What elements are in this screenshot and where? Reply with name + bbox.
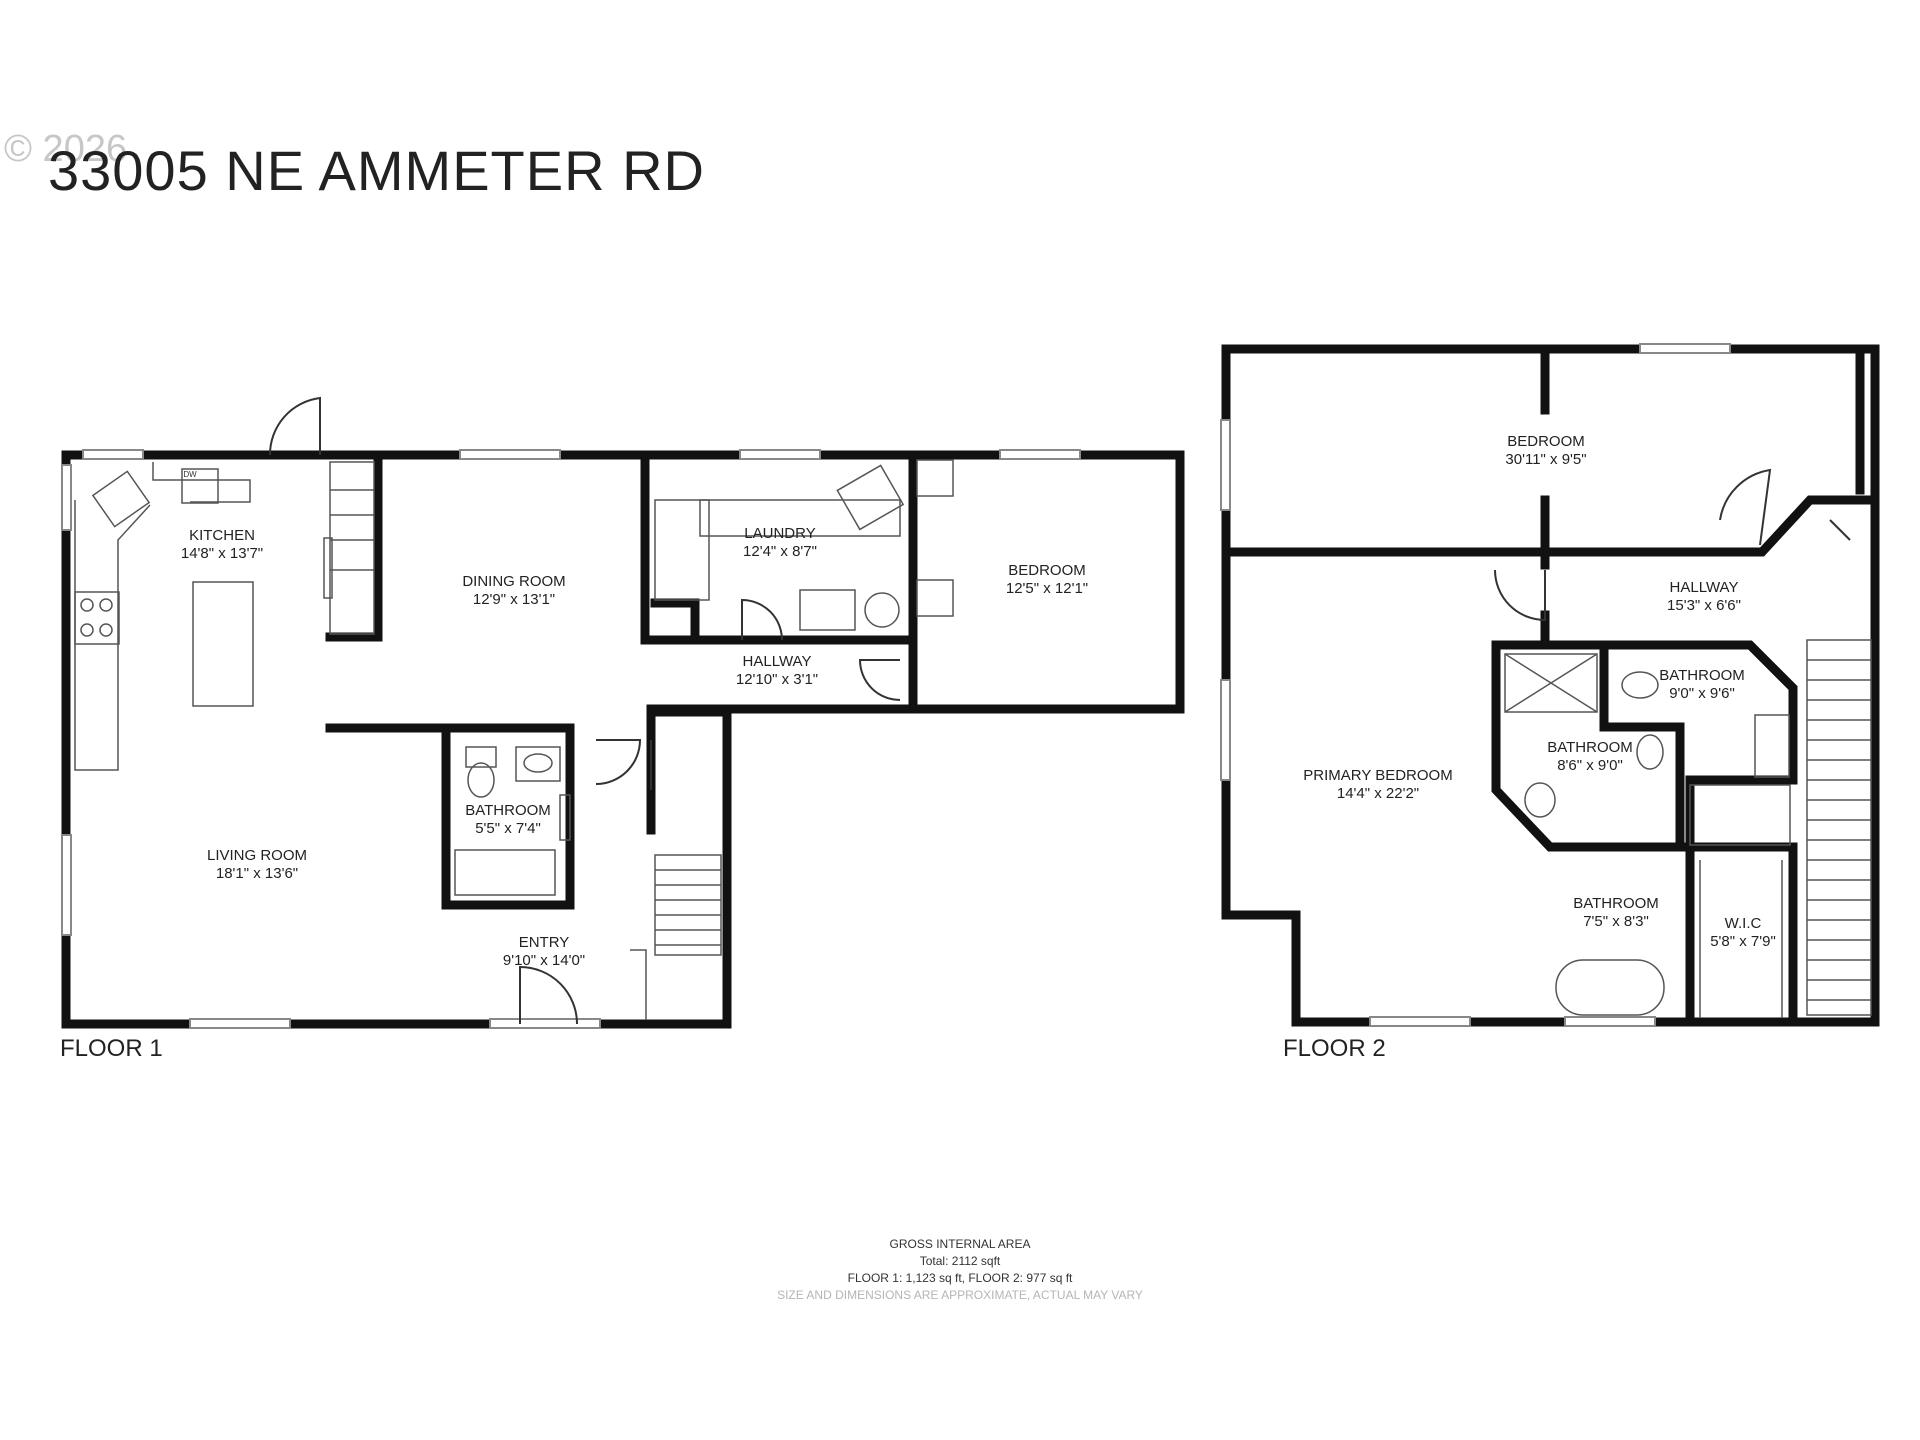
room-dimensions: 5'8" x 7'9" [1710, 933, 1776, 950]
room-name: BATHROOM [1659, 667, 1745, 684]
floor-2-room-labels: BEDROOM 30'11" x 9'5" HALLWAY 15'3" x 6'… [1303, 433, 1776, 950]
room-dimensions: 9'0" x 9'6" [1669, 685, 1735, 702]
room-dimensions: 12'10" x 3'1" [736, 671, 818, 688]
room-name: BATHROOM [1547, 739, 1633, 756]
floor-2-fixtures [1504, 639, 1872, 1018]
floor-2-walls [1221, 344, 1880, 1027]
copyright-mark: © 2026 [4, 128, 128, 170]
floor-1-room-labels: KITCHEN 14'8" x 13'7" DINING ROOM 12'9" … [181, 525, 1088, 969]
room-dimensions: 15'3" x 6'6" [1667, 597, 1741, 614]
room-name: LAUNDRY [744, 525, 815, 542]
floor-2-windows [1220, 343, 1731, 1027]
room-dimensions: 14'4" x 22'2" [1337, 785, 1419, 802]
floor-2-label: FLOOR 2 [1283, 1035, 1386, 1062]
room-name: DINING ROOM [462, 573, 565, 590]
room-name: HALLWAY [743, 653, 812, 670]
room-name: ENTRY [519, 934, 570, 951]
room-dimensions: 18'1" x 13'6" [216, 865, 298, 882]
floor-2-doors [1494, 468, 1851, 622]
floor-1-label: FLOOR 1 [60, 1035, 163, 1062]
room-name: HALLWAY [1670, 579, 1739, 596]
floor-2-plan: BEDROOM 30'11" x 9'5" HALLWAY 15'3" x 6'… [1220, 343, 1880, 1062]
room-dimensions: 30'11" x 9'5" [1505, 451, 1586, 468]
floor-1-fixtures [74, 459, 954, 1020]
room-name: LIVING ROOM [207, 847, 307, 864]
dishwasher-label: DW [183, 470, 197, 479]
room-name: PRIMARY BEDROOM [1303, 767, 1452, 784]
room-name: BATHROOM [1573, 895, 1659, 912]
room-dimensions: 5'5" x 7'4" [475, 820, 541, 837]
room-dimensions: 12'9" x 13'1" [473, 591, 555, 608]
area-breakdown: FLOOR 1: 1,123 sq ft, FLOOR 2: 977 sq ft [847, 1271, 1073, 1285]
room-dimensions: 9'10" x 14'0" [503, 952, 585, 969]
floor-1-plan: DW KITCHEN 14'8" x 13'7" DINING ROOM 12'… [60, 396, 1185, 1062]
floor-1-doors [268, 396, 901, 1025]
floor-1-windows [61, 449, 1081, 1029]
room-dimensions: 8'6" x 9'0" [1557, 757, 1623, 774]
room-name: KITCHEN [189, 527, 255, 544]
room-dimensions: 7'5" x 8'3" [1583, 913, 1649, 930]
area-heading: GROSS INTERNAL AREA [889, 1237, 1031, 1251]
room-dimensions: 12'5" x 12'1" [1006, 580, 1088, 597]
area-summary: GROSS INTERNAL AREA Total: 2112 sqft FLO… [0, 1236, 1920, 1304]
area-disclaimer: SIZE AND DIMENSIONS ARE APPROXIMATE, ACT… [777, 1288, 1143, 1302]
area-total: Total: 2112 sqft [919, 1254, 1001, 1268]
room-name: BEDROOM [1008, 562, 1086, 579]
property-address-title: 33005 NE AMMETER RD [48, 139, 705, 202]
room-dimensions: 12'4" x 8'7" [743, 543, 817, 560]
room-name: BEDROOM [1507, 433, 1585, 450]
room-name: W.I.C [1725, 915, 1762, 932]
room-name: BATHROOM [465, 802, 551, 819]
room-dimensions: 14'8" x 13'7" [181, 545, 263, 562]
